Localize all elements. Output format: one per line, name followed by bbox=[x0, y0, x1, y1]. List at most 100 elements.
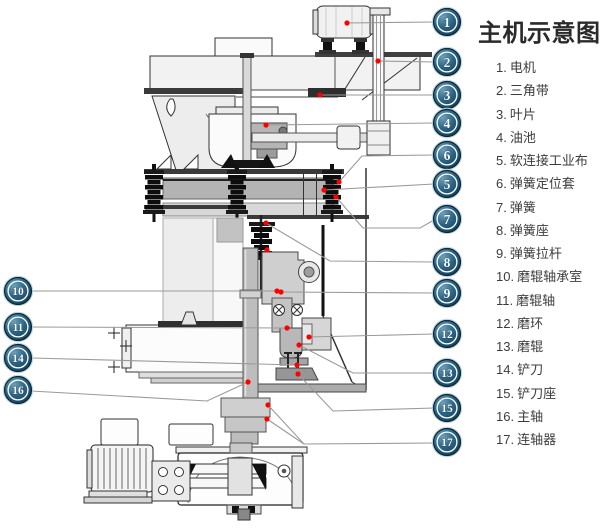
callout-badge-4: 4 bbox=[431, 107, 463, 139]
legend-item-label: 油池 bbox=[509, 129, 536, 145]
leader-line-9 bbox=[280, 291, 435, 294]
badge-halo bbox=[431, 318, 463, 350]
legend-item-label: 电机 bbox=[509, 60, 536, 75]
legend-item-number: 2. bbox=[496, 83, 507, 99]
badge-number: 7 bbox=[444, 212, 451, 227]
legend-item-number: 17. bbox=[496, 432, 515, 447]
leader-line-14 bbox=[30, 357, 298, 366]
badge-number: 9 bbox=[444, 286, 451, 301]
page-title: 主机示意图 bbox=[478, 20, 601, 47]
legend-item-11: 11.磨辊轴 bbox=[496, 289, 614, 312]
badge-inner-ring bbox=[436, 208, 458, 230]
legend-item-5: 5.软连接工业布 bbox=[496, 149, 614, 172]
leader-line-6 bbox=[338, 154, 435, 183]
legend-item-label: 磨环 bbox=[517, 315, 544, 331]
legend-item-number: 5. bbox=[496, 153, 507, 168]
legend-item-label: 磨辊 bbox=[517, 339, 544, 354]
badge-halo bbox=[2, 374, 34, 406]
callout-dot-10 bbox=[274, 288, 280, 294]
mill-columns bbox=[162, 217, 367, 391]
badge-halo bbox=[431, 6, 463, 38]
badge-halo bbox=[431, 277, 463, 309]
callout-badge-2: 2 bbox=[431, 46, 463, 78]
badge-number: 13 bbox=[441, 368, 453, 380]
legend-item-number: 16. bbox=[496, 408, 515, 424]
badge-number: 17 bbox=[441, 437, 453, 449]
leader-line-13 bbox=[298, 344, 434, 374]
callout-dot-13 bbox=[296, 342, 302, 348]
shaft-base bbox=[220, 397, 271, 445]
legend-item-number: 6. bbox=[496, 176, 507, 192]
roller-bearing-chamber bbox=[261, 251, 320, 305]
callout-badge-9: 9 bbox=[431, 277, 463, 309]
legend-item-16: 16.主轴 bbox=[496, 405, 614, 428]
legend-item-label: 弹簧 bbox=[509, 199, 536, 215]
legend-item-number: 4. bbox=[496, 129, 507, 145]
badge-inner-ring bbox=[436, 362, 458, 384]
legend-item-label: 磨辊轴承室 bbox=[517, 269, 583, 285]
badge-inner-ring bbox=[7, 347, 29, 369]
callout-badge-6: 6 bbox=[431, 139, 463, 171]
badge-halo bbox=[431, 357, 463, 389]
legend-item-6: 6.弹簧定位套 bbox=[496, 172, 614, 195]
badge-inner-ring bbox=[436, 323, 458, 345]
badge-inner-ring bbox=[436, 173, 458, 195]
belt-guard-column bbox=[366, 7, 391, 156]
badge-number: 2 bbox=[444, 55, 451, 70]
callout-badge-11: 11 bbox=[2, 311, 34, 343]
legend-item-label: 弹簧座 bbox=[509, 222, 549, 238]
gearbox bbox=[168, 423, 308, 521]
badge-halo bbox=[431, 46, 463, 78]
classifier-pot bbox=[205, 53, 297, 168]
legend-item-number: 8. bbox=[496, 222, 507, 238]
callout-dot-5 bbox=[321, 187, 327, 193]
leader-line-7 bbox=[335, 196, 435, 229]
callout-dot-2 bbox=[375, 58, 381, 64]
leader-line-4 bbox=[265, 122, 435, 126]
leader-line-17 bbox=[266, 418, 305, 445]
callout-badge-10: 10 bbox=[2, 275, 34, 307]
legend-item-17: 17.连轴器 bbox=[496, 428, 614, 451]
motor-top bbox=[312, 5, 376, 54]
badge-number: 6 bbox=[444, 148, 451, 163]
blade-duct bbox=[308, 88, 346, 97]
legend-item-number: 3. bbox=[496, 106, 507, 122]
badge-number: 16 bbox=[12, 385, 24, 397]
legend-item-2: 2.三角带 bbox=[496, 79, 614, 102]
badge-inner-ring bbox=[436, 397, 458, 419]
callout-badge-17: 17 bbox=[431, 426, 463, 458]
leader-line-1 bbox=[346, 21, 435, 24]
callout-badge-12: 12 bbox=[431, 318, 463, 350]
badge-halo bbox=[2, 311, 34, 343]
leader-line-16 bbox=[30, 381, 249, 402]
legend-item-label: 叶片 bbox=[509, 106, 536, 122]
badge-inner-ring bbox=[436, 431, 458, 453]
leader-line-15 bbox=[297, 373, 435, 412]
callout-dot-17 bbox=[265, 402, 271, 408]
callout-badge-14: 14 bbox=[2, 342, 34, 374]
badge-inner-ring bbox=[436, 51, 458, 73]
leader-line-8 bbox=[265, 222, 435, 263]
callout-badge-15: 15 bbox=[431, 392, 463, 424]
badge-inner-ring bbox=[7, 316, 29, 338]
legend-item-label: 弹簧拉杆 bbox=[509, 246, 562, 261]
badge-inner-ring bbox=[436, 251, 458, 273]
legend-item-label: 铲刀 bbox=[517, 362, 544, 378]
legend-item-1: 1.电机 bbox=[496, 56, 614, 79]
callout-badge-1: 1 bbox=[431, 6, 463, 38]
badge-halo bbox=[2, 275, 34, 307]
coupling-bracket bbox=[151, 460, 191, 502]
legend-item-number: 14. bbox=[496, 362, 515, 378]
badge-inner-ring bbox=[436, 84, 458, 106]
callout-dot-6 bbox=[336, 179, 342, 185]
legend-item-label: 主轴 bbox=[517, 408, 544, 424]
legend-item-12: 12.磨环 bbox=[496, 312, 614, 335]
callout-dot-8 bbox=[263, 220, 269, 226]
callout-badge-3: 3 bbox=[431, 79, 463, 111]
badge-halo bbox=[431, 392, 463, 424]
badge-number: 14 bbox=[12, 353, 24, 365]
